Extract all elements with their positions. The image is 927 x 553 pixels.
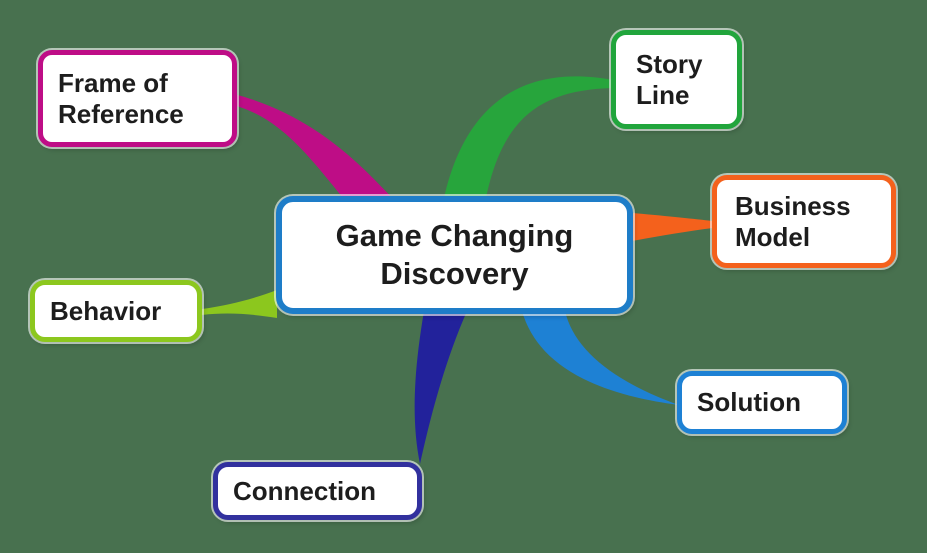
node-story-line[interactable]: Story Line [611, 30, 742, 129]
node-connection[interactable]: Connection [213, 462, 422, 520]
behavior-label: Behavior [50, 295, 162, 326]
node-center-game-changing-discovery[interactable]: Game Changing Discovery [276, 196, 633, 314]
connection-branch-curve [414, 311, 467, 464]
center-label-line2: Discovery [380, 256, 529, 291]
connection-label: Connection [233, 475, 376, 506]
frame-of-reference-branch-curve [233, 94, 392, 198]
story-line-label-line1: Story [636, 48, 703, 79]
center-label-line1: Game Changing [335, 218, 574, 253]
business-model-label-line2: Model [735, 221, 811, 252]
solution-label: Solution [697, 387, 801, 417]
solution-branch-curve [522, 311, 679, 405]
frame-of-reference-label-line2: Reference [58, 98, 184, 129]
story-line-branch-curve [444, 76, 613, 198]
story-line-label-line2: Line [636, 79, 690, 110]
frame-of-reference-label-line1: Frame of [58, 67, 168, 98]
node-business-model[interactable]: Business Model [712, 175, 896, 268]
node-solution[interactable]: Solution [677, 371, 847, 434]
node-behavior[interactable]: Behavior [30, 280, 202, 342]
behavior-branch-curve [202, 290, 277, 318]
business-model-branch-curve [632, 213, 713, 241]
node-frame-of-reference[interactable]: Frame of Reference [38, 50, 237, 147]
business-model-label-line1: Business [735, 190, 851, 221]
